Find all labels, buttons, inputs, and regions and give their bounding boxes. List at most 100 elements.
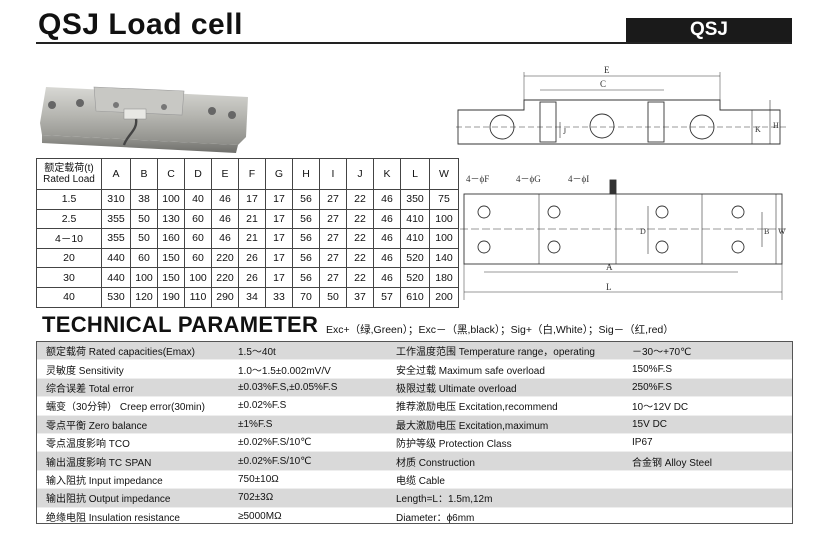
- dimension-cell: 17: [238, 189, 266, 210]
- parameter-cell: ±0.03%F.S,±0.05%F.S: [228, 377, 386, 397]
- dimension-cell: 190: [157, 286, 185, 308]
- parameter-cell: ≥5000MΩ: [228, 506, 386, 525]
- dim-E-label: E: [604, 65, 610, 75]
- col-header: I: [319, 158, 347, 190]
- dimension-cell: 17: [265, 189, 293, 210]
- rated-load-cell: 30: [36, 267, 102, 288]
- rated-load-cell: 20: [36, 247, 102, 269]
- parameter-cell: 零点平衡 Zero balance: [36, 414, 228, 434]
- parameter-cell: 综合误差 Total error: [36, 377, 228, 397]
- parameter-cell: 合金钢 Alloy Steel: [622, 451, 792, 471]
- dimension-cell: 22: [346, 267, 374, 288]
- side-view-drawing: E C J K H: [456, 65, 788, 145]
- top-view-drawing: 4－ϕF 4－ϕG 4－ϕI D B W A L: [460, 174, 786, 300]
- col-header: A: [101, 158, 131, 190]
- dimension-cell: 17: [265, 208, 293, 230]
- dimension-cell: 21: [238, 208, 266, 230]
- dimension-cell: 34: [238, 286, 266, 308]
- dim-H-label: H: [773, 121, 779, 130]
- parameter-cell: 极限过载 Ultimate overload: [386, 377, 622, 397]
- dimension-cell: 56: [292, 189, 320, 210]
- parameter-cell: 702±3Ω: [228, 488, 386, 508]
- dimension-cell: 46: [373, 208, 401, 230]
- dimension-cell: 60: [184, 247, 212, 269]
- parameter-cell: 额定载荷 Rated capacities(Emax): [36, 340, 228, 360]
- dimension-cell: 17: [265, 267, 293, 288]
- hole-F-label: 4－ϕF: [466, 174, 489, 184]
- parameter-cell: 防护等级 Protection Class: [386, 432, 622, 452]
- dimension-cell: 530: [101, 286, 131, 308]
- col-header: E: [211, 158, 239, 190]
- parameter-cell: 电缆 Cable: [386, 469, 622, 489]
- dimension-cell: 50: [130, 228, 158, 249]
- dimension-cell: 46: [211, 208, 239, 230]
- dimension-cell: 410: [400, 208, 430, 230]
- parameter-cell: [622, 506, 792, 525]
- col-header: W: [429, 158, 459, 190]
- dimension-cell: 440: [101, 247, 131, 269]
- parameter-cell: 输出阻抗 Output impedance: [36, 488, 228, 508]
- dimension-cell: 120: [130, 286, 158, 308]
- dimension-cell: 46: [211, 189, 239, 210]
- technical-title: TECHNICAL PARAMETER: [42, 312, 319, 337]
- dimension-cell: 355: [101, 228, 131, 249]
- dimension-cell: 520: [400, 247, 430, 269]
- dimension-cell: 220: [211, 247, 239, 269]
- col-header: F: [238, 158, 266, 190]
- dimension-cell: 56: [292, 267, 320, 288]
- hole-G-label: 4－ϕG: [516, 174, 541, 184]
- dimension-cell: 22: [346, 189, 374, 210]
- parameter-cell: Length=L：1.5m,12m: [386, 488, 622, 508]
- dimension-cell: 27: [319, 208, 347, 230]
- dimension-cell: 56: [292, 208, 320, 230]
- rated-load-cell: 2.5: [36, 208, 102, 230]
- dimension-cell: 40: [184, 189, 212, 210]
- parameter-cell: 推荐激励电压 Excitation,recommend: [386, 396, 622, 416]
- dimension-cell: 520: [400, 267, 430, 288]
- parameter-cell: 输出温度影响 TC SPAN: [36, 451, 228, 471]
- dim-W-label: W: [778, 227, 786, 236]
- dimension-cell: 56: [292, 247, 320, 269]
- dimension-cell: 350: [400, 189, 430, 210]
- rated-load-cell: 1.5: [36, 189, 102, 210]
- dim-L-label: L: [606, 282, 612, 292]
- parameter-cell: 零点温度影响 TCO: [36, 432, 228, 452]
- dimension-cell: 22: [346, 208, 374, 230]
- dimension-cell: 60: [184, 228, 212, 249]
- dimension-cell: 355: [101, 208, 131, 230]
- col-header: J: [346, 158, 374, 190]
- dimension-cell: 46: [373, 267, 401, 288]
- model-badge: QSJ: [626, 18, 792, 42]
- dimension-cell: 150: [157, 267, 185, 288]
- dimension-cell: 200: [429, 286, 459, 308]
- parameter-cell: 1.0～1.5±0.002mV/V: [228, 359, 386, 379]
- dimension-cell: 46: [373, 247, 401, 269]
- page-title: QSJ Load cell: [38, 8, 243, 41]
- dimension-cell: 130: [157, 208, 185, 230]
- dimension-cell: 27: [319, 267, 347, 288]
- parameter-cell: IP67: [622, 432, 792, 452]
- dimension-cell: 150: [157, 247, 185, 269]
- parameter-cell: 750±10Ω: [228, 469, 386, 489]
- dimension-cell: 160: [157, 228, 185, 249]
- parameter-cell: 10～12V DC: [622, 396, 792, 416]
- parameter-cell: 安全过载 Maximum safe overload: [386, 359, 622, 379]
- dimension-cell: 110: [184, 286, 212, 308]
- col-header: G: [265, 158, 293, 190]
- col-header: B: [130, 158, 158, 190]
- col-header: L: [400, 158, 430, 190]
- dimension-cell: 46: [373, 228, 401, 249]
- dimension-cell: 410: [400, 228, 430, 249]
- dim-A-label: A: [606, 262, 613, 272]
- parameter-cell: 工作温度范围 Temperature range，operating: [386, 340, 622, 360]
